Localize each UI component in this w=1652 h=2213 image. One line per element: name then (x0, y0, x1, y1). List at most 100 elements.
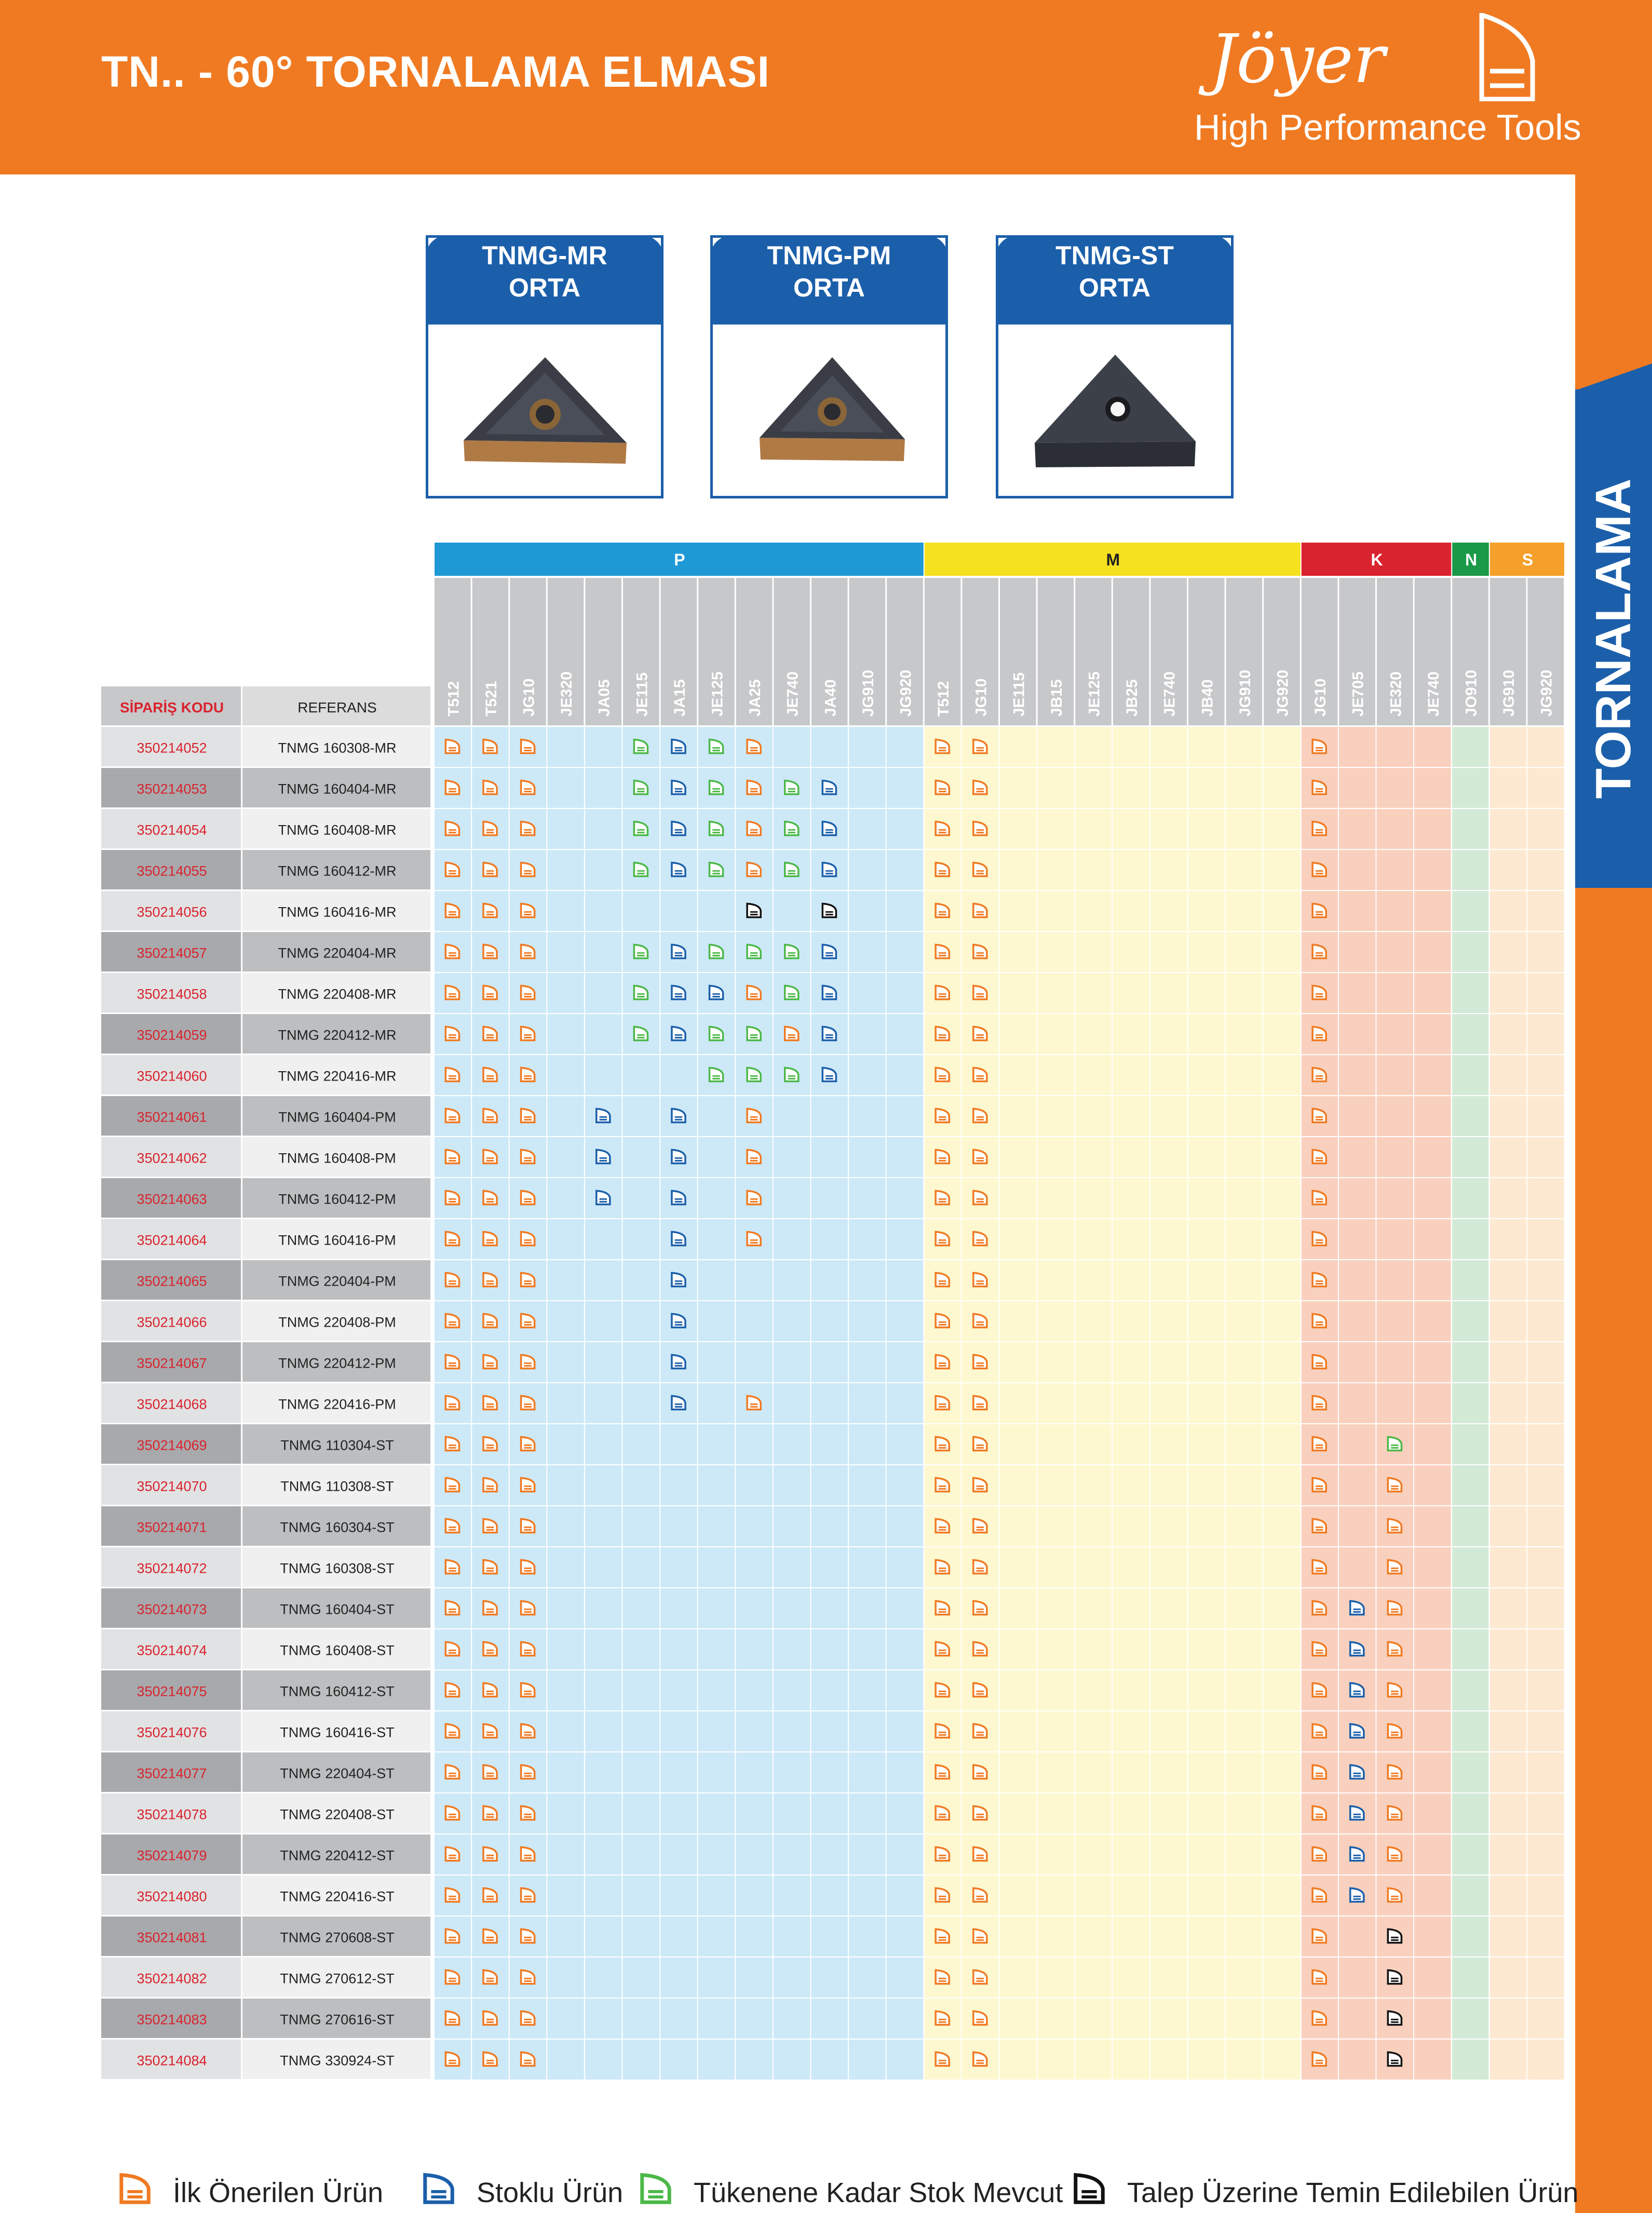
legend-label: Stoklu Ürün (477, 2177, 624, 2208)
status-icon (482, 1272, 498, 1288)
status-icon (444, 1723, 461, 1739)
status-icon (520, 1805, 536, 1821)
table-row (242, 891, 430, 930)
status-icon (972, 943, 988, 960)
grade-label: JE740 (1425, 671, 1442, 717)
grade-label: JG920 (898, 670, 915, 717)
status-icon (1311, 1025, 1327, 1042)
table-row (242, 1547, 430, 1587)
order-code: 350214064 (137, 1233, 207, 1248)
grade-header-cell (1000, 578, 1036, 725)
status-icon (1311, 1764, 1327, 1780)
status-icon (520, 1190, 536, 1206)
status-icon (1387, 1436, 1403, 1452)
order-code: 350214082 (137, 1971, 207, 1987)
status-icon (972, 1928, 988, 1944)
reference-code: TNMG 220412-PM (278, 1356, 396, 1371)
status-icon (633, 738, 649, 754)
group-bar-p (435, 543, 924, 576)
status-icon (1311, 984, 1327, 1001)
status-icon (1311, 1559, 1327, 1575)
table-row (242, 809, 430, 848)
group-label: S (1522, 550, 1533, 569)
status-icon (935, 1231, 950, 1247)
status-icon (520, 738, 536, 754)
status-icon (671, 1313, 686, 1329)
status-icon (444, 1354, 461, 1370)
status-icon (1311, 1477, 1327, 1493)
status-icon (972, 1641, 988, 1657)
status-icon (784, 984, 800, 1001)
reference-code: TNMG 220408-PM (278, 1315, 396, 1330)
status-icon (482, 1641, 498, 1657)
table-row (242, 1383, 430, 1423)
status-icon (935, 861, 950, 878)
grade-label: T512 (445, 681, 462, 717)
status-icon (520, 779, 536, 795)
table-row (101, 809, 241, 848)
grade-header-cell (774, 578, 810, 725)
group-label: P (674, 550, 685, 569)
status-icon (520, 1682, 536, 1698)
status-icon (935, 1928, 950, 1944)
grade-label: JG920 (1538, 670, 1555, 717)
status-icon (1311, 738, 1327, 754)
table-row (101, 1588, 241, 1628)
status-icon (821, 943, 837, 960)
reference-code: TNMG 160416-ST (280, 1725, 395, 1740)
status-icon (520, 1969, 536, 1985)
status-icon (972, 1313, 988, 1329)
grade-label: JE740 (1161, 671, 1179, 717)
order-code: 350214056 (137, 905, 207, 920)
reference-code: TNMG 220408-ST (280, 1807, 395, 1823)
card-subtitle: ORTA (509, 273, 580, 302)
status-icon (520, 902, 536, 919)
status-icon (1387, 1805, 1403, 1821)
status-icon (1311, 1231, 1327, 1247)
status-icon (972, 1518, 988, 1534)
status-icon (821, 779, 837, 795)
status-icon (482, 1149, 498, 1165)
grade-label: JB25 (1123, 679, 1141, 717)
grade-label: JE320 (558, 671, 575, 717)
table-row (242, 1506, 430, 1546)
grade-header-cell (924, 578, 961, 725)
status-icon (520, 1231, 536, 1247)
order-code: 350214062 (137, 1151, 207, 1166)
status-icon (935, 1108, 950, 1124)
status-icon (444, 1067, 461, 1083)
status-icon (520, 1477, 536, 1493)
grade-label: JG10 (973, 679, 990, 717)
status-icon (784, 1025, 800, 1042)
grade-label: JE115 (1010, 672, 1027, 717)
status-icon (482, 1518, 498, 1534)
status-icon (482, 984, 498, 1001)
recommended-product-icon (119, 2173, 151, 2204)
table-row (242, 1875, 430, 1915)
status-icon (1387, 1764, 1403, 1780)
status-icon (520, 1272, 536, 1288)
status-icon (482, 1969, 498, 1985)
status-icon (520, 1108, 536, 1124)
status-icon (520, 1354, 536, 1370)
card-header: TNMG-PM ORTA (710, 235, 948, 325)
table-row (101, 1958, 241, 1997)
side-tab (1575, 363, 1652, 888)
status-icon (746, 738, 762, 754)
status-icon (1311, 1928, 1327, 1944)
status-icon (444, 1313, 461, 1329)
grade-label: JE125 (1086, 671, 1103, 717)
card-title: TNMG-PM (767, 241, 891, 270)
reference-code: TNMG 220404-MR (278, 946, 396, 961)
group-body-n (1452, 727, 1489, 2081)
status-icon (520, 820, 536, 836)
status-icon (482, 1395, 498, 1411)
reference-code: TNMG 220416-MR (278, 1069, 396, 1084)
status-icon (935, 1764, 950, 1780)
insert-image-pm (760, 357, 905, 461)
status-icon (972, 2051, 988, 2067)
status-icon (633, 861, 649, 878)
table-row (242, 1260, 430, 1300)
insert-image-st (1035, 355, 1196, 467)
status-icon (1387, 1600, 1403, 1616)
